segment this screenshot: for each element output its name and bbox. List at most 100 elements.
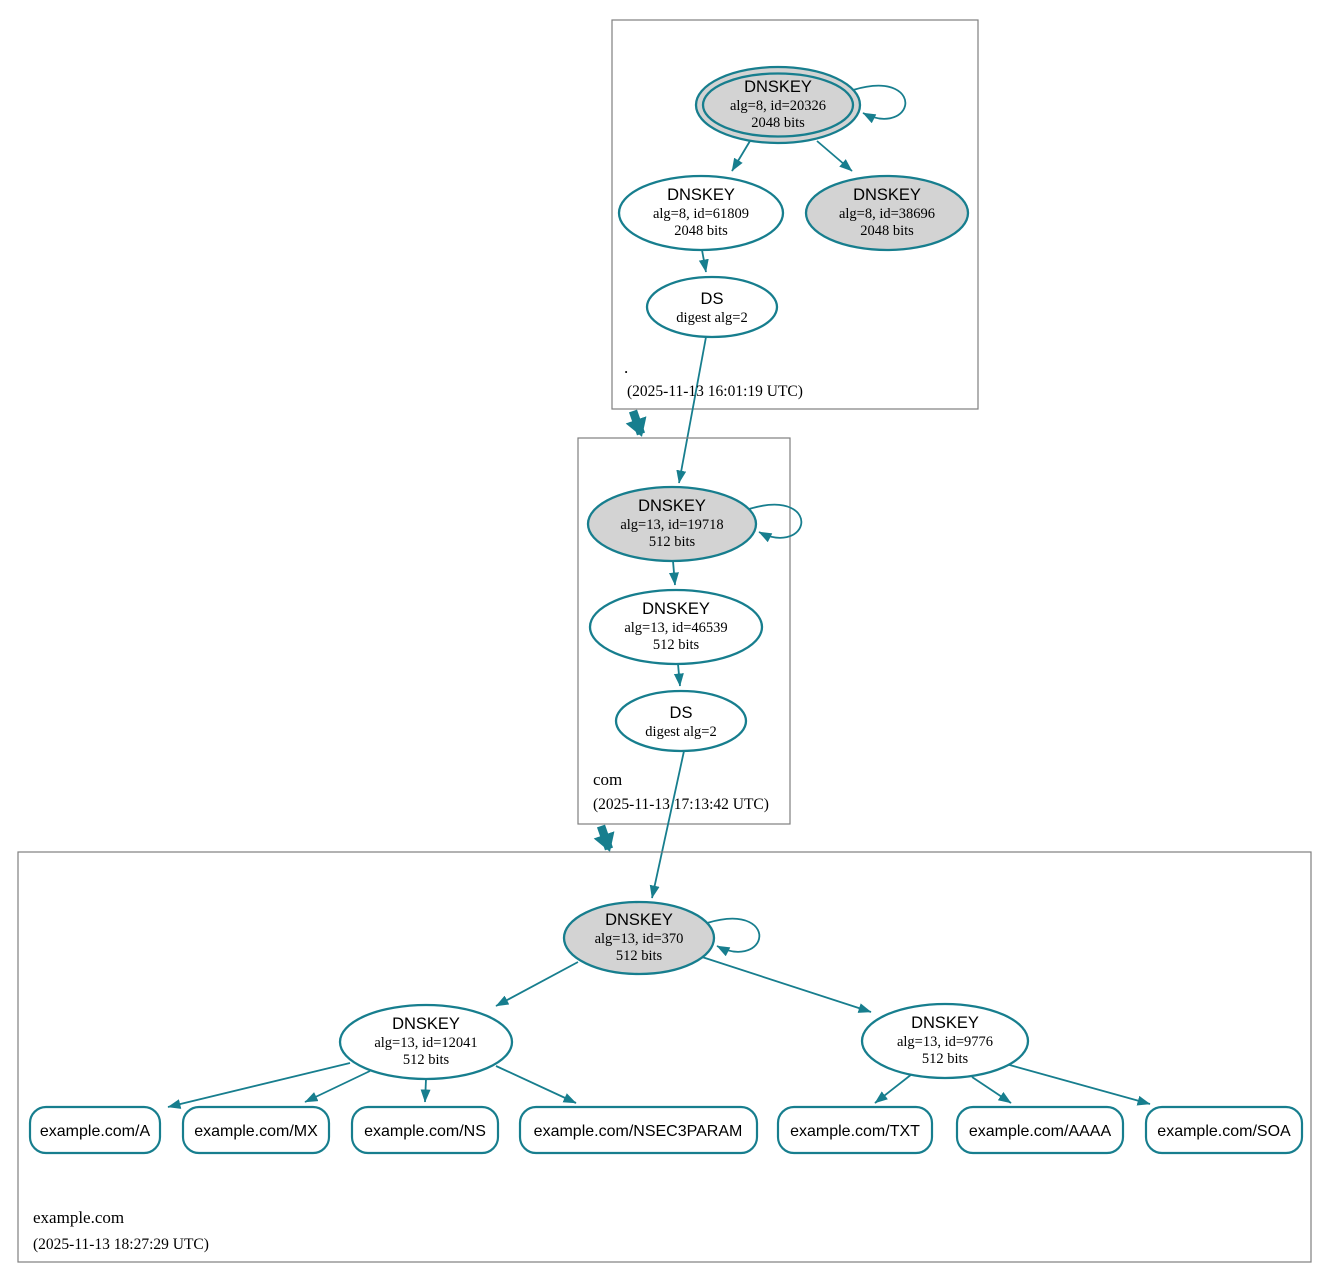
node-dnskey-19718-ellipse — [586, 485, 758, 563]
edge-com-ds-to-example-ksk — [649, 750, 685, 899]
rrset-example-com-aaaa-box — [955, 1105, 1125, 1155]
rrset-example-com-soa-label: example.com/SOA — [1157, 1123, 1291, 1140]
node-dnskey-38696-title: DNSKEY — [853, 186, 921, 204]
zone-com-timestamp: (2025-11-13 17:13:42 UTC) — [593, 796, 769, 813]
rrset-example-com-aaaa-label: example.com/AAAA — [969, 1123, 1112, 1140]
edge-example-ksk-to-zsk1 — [495, 961, 579, 1007]
node-dnskey-12041-ellipse — [338, 1003, 514, 1081]
rrset-example-com-a[interactable]: example.com/A — [28, 1105, 162, 1155]
node-dnskey-370-bits: 512 bits — [616, 948, 663, 964]
zone-example-timestamp: (2025-11-13 18:27:29 UTC) — [33, 1236, 209, 1253]
node-ds-root-title: DS — [701, 290, 724, 308]
node-dnskey-20326-title: DNSKEY — [744, 78, 812, 96]
node-dnskey-20326[interactable]: DNSKEY alg=8, id=20326 2048 bits — [694, 65, 862, 145]
zone-example: DNSKEY alg=13, id=370 512 bits DNSKEY al… — [17, 851, 1312, 1263]
edge-root-zsk-to-ds — [698, 249, 709, 273]
edge-zsk1-to-rrset-ns — [420, 1078, 431, 1103]
rrset-example-com-mx-label: example.com/MX — [194, 1123, 318, 1140]
node-dnskey-12041-bits: 512 bits — [403, 1052, 450, 1068]
node-dnskey-20326-detail: alg=8, id=20326 — [730, 98, 826, 114]
edge-com-ksk-self-sign — [748, 503, 803, 543]
node-dnskey-9776-ellipse — [860, 1002, 1030, 1080]
node-dnskey-20326-bits: 2048 bits — [751, 115, 805, 131]
rrset-example-com-txt[interactable]: example.com/TXT — [776, 1105, 934, 1155]
node-dnskey-12041[interactable]: DNSKEY alg=13, id=12041 512 bits — [338, 1003, 514, 1081]
edge-root-ksk-self-sign — [852, 84, 907, 124]
node-dnskey-9776-detail: alg=13, id=9776 — [897, 1034, 993, 1050]
node-dnskey-19718-detail: alg=13, id=19718 — [620, 517, 723, 533]
node-dnskey-38696-ellipse — [804, 174, 970, 252]
edge-root-ksk-to-ksk2 — [816, 140, 853, 172]
rrset-example-com-mx[interactable]: example.com/MX — [181, 1105, 331, 1155]
edge-zsk1-to-rrset-nsec3param — [495, 1065, 577, 1104]
node-dnskey-46539-ellipse — [588, 588, 764, 666]
edge-zsk1-to-rrset-mx — [304, 1070, 371, 1103]
zone-root: DNSKEY alg=8, id=20326 2048 bits DNSKEY … — [611, 19, 979, 484]
edge-example-ksk-self-sign — [706, 917, 761, 957]
node-ds-root-ellipse — [645, 275, 779, 339]
edge-root-ksk-to-zsk — [731, 140, 751, 172]
edge-zsk1-to-rrset-a — [167, 1062, 351, 1109]
node-dnskey-46539[interactable]: DNSKEY alg=13, id=46539 512 bits — [588, 588, 764, 666]
node-dnskey-46539-bits: 512 bits — [653, 637, 700, 653]
node-dnskey-38696-detail: alg=8, id=38696 — [839, 206, 935, 222]
rrset-example-com-aaaa[interactable]: example.com/AAAA — [955, 1105, 1125, 1155]
rrset-example-com-soa-box — [1144, 1105, 1304, 1155]
node-dnskey-370-title: DNSKEY — [605, 911, 673, 929]
node-dnskey-12041-detail: alg=13, id=12041 — [374, 1035, 477, 1051]
node-dnskey-9776-title: DNSKEY — [911, 1014, 979, 1032]
node-dnskey-61809-bits: 2048 bits — [674, 223, 728, 239]
rrset-example-com-nsec3param-box — [518, 1105, 759, 1155]
node-dnskey-61809-detail: alg=8, id=61809 — [653, 206, 749, 222]
edge-example-ksk-to-zsk2 — [701, 956, 872, 1013]
node-ds-com-detail: digest alg=2 — [645, 724, 716, 740]
zone-com-label: com — [593, 770, 622, 789]
edge-zsk2-to-rrset-aaaa — [971, 1076, 1012, 1104]
node-dnskey-370-ellipse — [562, 900, 716, 976]
edge-delegation-com-to-example — [593, 824, 615, 852]
node-dnskey-370-detail: alg=13, id=370 — [595, 931, 684, 947]
rrset-example-com-nsec3param[interactable]: example.com/NSEC3PARAM — [518, 1105, 759, 1155]
rrset-example-com-ns-box — [350, 1105, 500, 1155]
rrset-example-com-mx-box — [181, 1105, 331, 1155]
node-dnskey-38696[interactable]: DNSKEY alg=8, id=38696 2048 bits — [804, 174, 970, 252]
zone-example-box — [17, 851, 1312, 1263]
node-dnskey-38696-bits: 2048 bits — [860, 223, 914, 239]
zone-root-label: . — [624, 358, 628, 377]
edge-com-ksk-to-zsk — [668, 560, 679, 586]
zone-com-box — [577, 437, 791, 825]
node-dnskey-19718-bits: 512 bits — [649, 534, 696, 550]
node-dnskey-9776[interactable]: DNSKEY alg=13, id=9776 512 bits — [860, 1002, 1030, 1080]
rrset-example-com-txt-box — [776, 1105, 934, 1155]
node-ds-root-detail: digest alg=2 — [676, 310, 747, 326]
node-ds-com-ellipse — [614, 689, 748, 753]
node-dnskey-61809[interactable]: DNSKEY alg=8, id=61809 2048 bits — [617, 174, 785, 252]
node-ds-root[interactable]: DS digest alg=2 — [645, 275, 779, 339]
node-dnskey-19718[interactable]: DNSKEY alg=13, id=19718 512 bits — [586, 485, 758, 563]
node-dnskey-9776-bits: 512 bits — [922, 1051, 969, 1067]
zone-example-label: example.com — [33, 1208, 124, 1227]
node-ds-com[interactable]: DS digest alg=2 — [614, 689, 748, 753]
zone-root-timestamp: (2025-11-13 16:01:19 UTC) — [627, 383, 803, 400]
node-dnskey-61809-ellipse — [617, 174, 785, 252]
edge-com-zsk-to-ds — [673, 663, 684, 687]
rrset-example-com-nsec3param-label: example.com/NSEC3PARAM — [534, 1123, 743, 1140]
edge-zsk2-to-rrset-soa — [1005, 1063, 1151, 1106]
zone-root-box — [611, 19, 979, 410]
rrset-example-com-ns-label: example.com/NS — [364, 1123, 486, 1140]
zone-com: DNSKEY alg=13, id=19718 512 bits DNSKEY … — [577, 437, 803, 899]
node-dnskey-19718-title: DNSKEY — [638, 497, 706, 515]
node-dnskey-370[interactable]: DNSKEY alg=13, id=370 512 bits — [562, 900, 716, 976]
rrset-example-com-txt-label: example.com/TXT — [790, 1123, 920, 1140]
edge-root-ds-to-com-ksk — [676, 336, 707, 484]
rrset-example-com-ns[interactable]: example.com/NS — [350, 1105, 500, 1155]
node-dnskey-20326-inner-ellipse — [701, 72, 855, 138]
rrset-example-com-soa[interactable]: example.com/SOA — [1144, 1105, 1304, 1155]
rrset-example-com-a-box — [28, 1105, 162, 1155]
node-ds-com-title: DS — [670, 704, 693, 722]
node-dnskey-46539-detail: alg=13, id=46539 — [624, 620, 727, 636]
edge-zsk2-to-rrset-txt — [874, 1073, 913, 1104]
node-dnskey-61809-title: DNSKEY — [667, 186, 735, 204]
